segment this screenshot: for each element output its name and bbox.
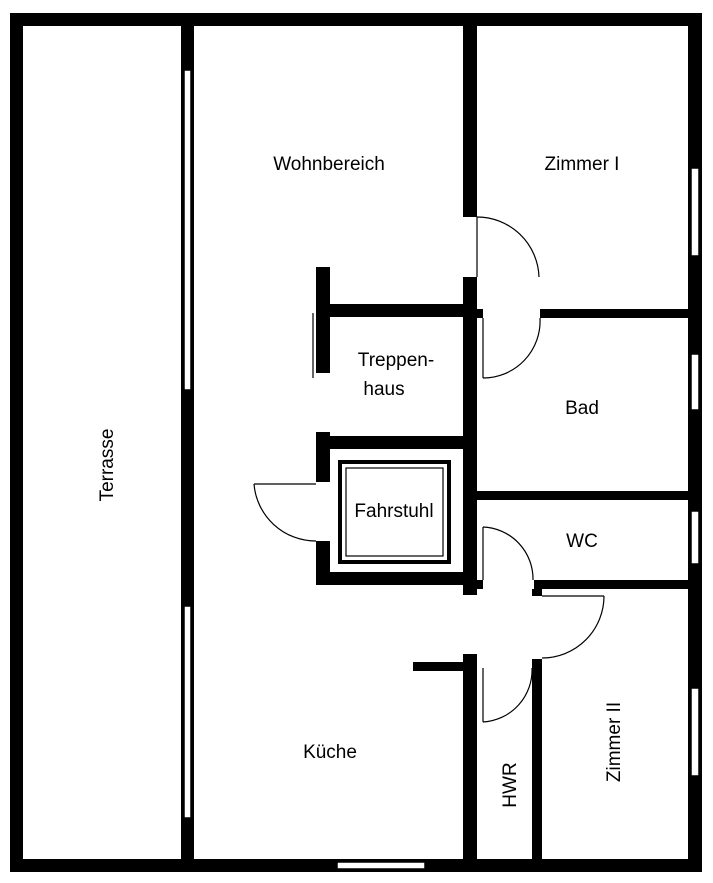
wall-stair-bottom bbox=[316, 436, 463, 449]
wall-stair-left bbox=[316, 267, 330, 373]
wall-stair-top bbox=[330, 304, 463, 317]
wall-zimmer2-left-stub bbox=[532, 589, 542, 596]
wall-shaft-left-a bbox=[316, 432, 330, 482]
window-kitchen bbox=[336, 861, 426, 870]
wall-zimmer1-bad bbox=[540, 309, 688, 318]
wall-hwr-right bbox=[532, 659, 542, 859]
label-kueche: Küche bbox=[303, 742, 357, 763]
window-terrace-lower bbox=[183, 605, 192, 819]
label-wohnbereich: Wohnbereich bbox=[273, 154, 385, 175]
door-hwr bbox=[482, 667, 533, 723]
window-terrace-upper bbox=[183, 69, 192, 391]
wall-zimmer1-b bbox=[463, 277, 477, 595]
wall-kitchen-stub bbox=[413, 662, 477, 671]
wall-zimmer1-a bbox=[463, 26, 477, 217]
door-bad bbox=[482, 317, 541, 379]
door-zimmer1 bbox=[476, 216, 540, 278]
wall-wc-zimmer2 bbox=[534, 580, 688, 589]
label-hwr: HWR bbox=[500, 762, 521, 807]
windows bbox=[183, 69, 700, 870]
label-treppenhaus-line2: haus bbox=[363, 379, 404, 400]
elevator-cabin bbox=[338, 460, 451, 564]
window-zimmer1 bbox=[690, 167, 700, 257]
wall-hwr-left bbox=[463, 654, 477, 859]
label-zimmer2: Zimmer II bbox=[604, 702, 625, 782]
window-bad bbox=[690, 353, 700, 411]
wall-left bbox=[10, 13, 23, 872]
wall-wc-zimmer2-stub bbox=[477, 580, 483, 589]
label-zimmer1: Zimmer I bbox=[545, 154, 620, 175]
wall-bad-wc bbox=[477, 491, 688, 500]
window-zimmer2 bbox=[690, 687, 700, 777]
wall-shaft-bottom bbox=[316, 572, 463, 585]
door-zimmer2 bbox=[541, 595, 605, 659]
label-treppenhaus-line1: Treppen- bbox=[358, 350, 434, 371]
door-fahrstuhl bbox=[253, 483, 317, 542]
label-terrasse: Terrasse bbox=[97, 429, 118, 502]
window-wc bbox=[690, 510, 700, 565]
wall-top bbox=[10, 13, 702, 26]
label-fahrstuhl: Fahrstuhl bbox=[354, 501, 433, 522]
door-wc bbox=[482, 526, 534, 581]
wall-zimmer1-bad-stub bbox=[477, 309, 483, 318]
doors bbox=[253, 216, 605, 723]
label-bad: Bad bbox=[565, 398, 599, 419]
room-labels: Terrasse Wohnbereich Zimmer I Treppen- h… bbox=[97, 154, 625, 808]
interior-walls bbox=[181, 26, 688, 859]
label-wc: WC bbox=[566, 531, 598, 552]
